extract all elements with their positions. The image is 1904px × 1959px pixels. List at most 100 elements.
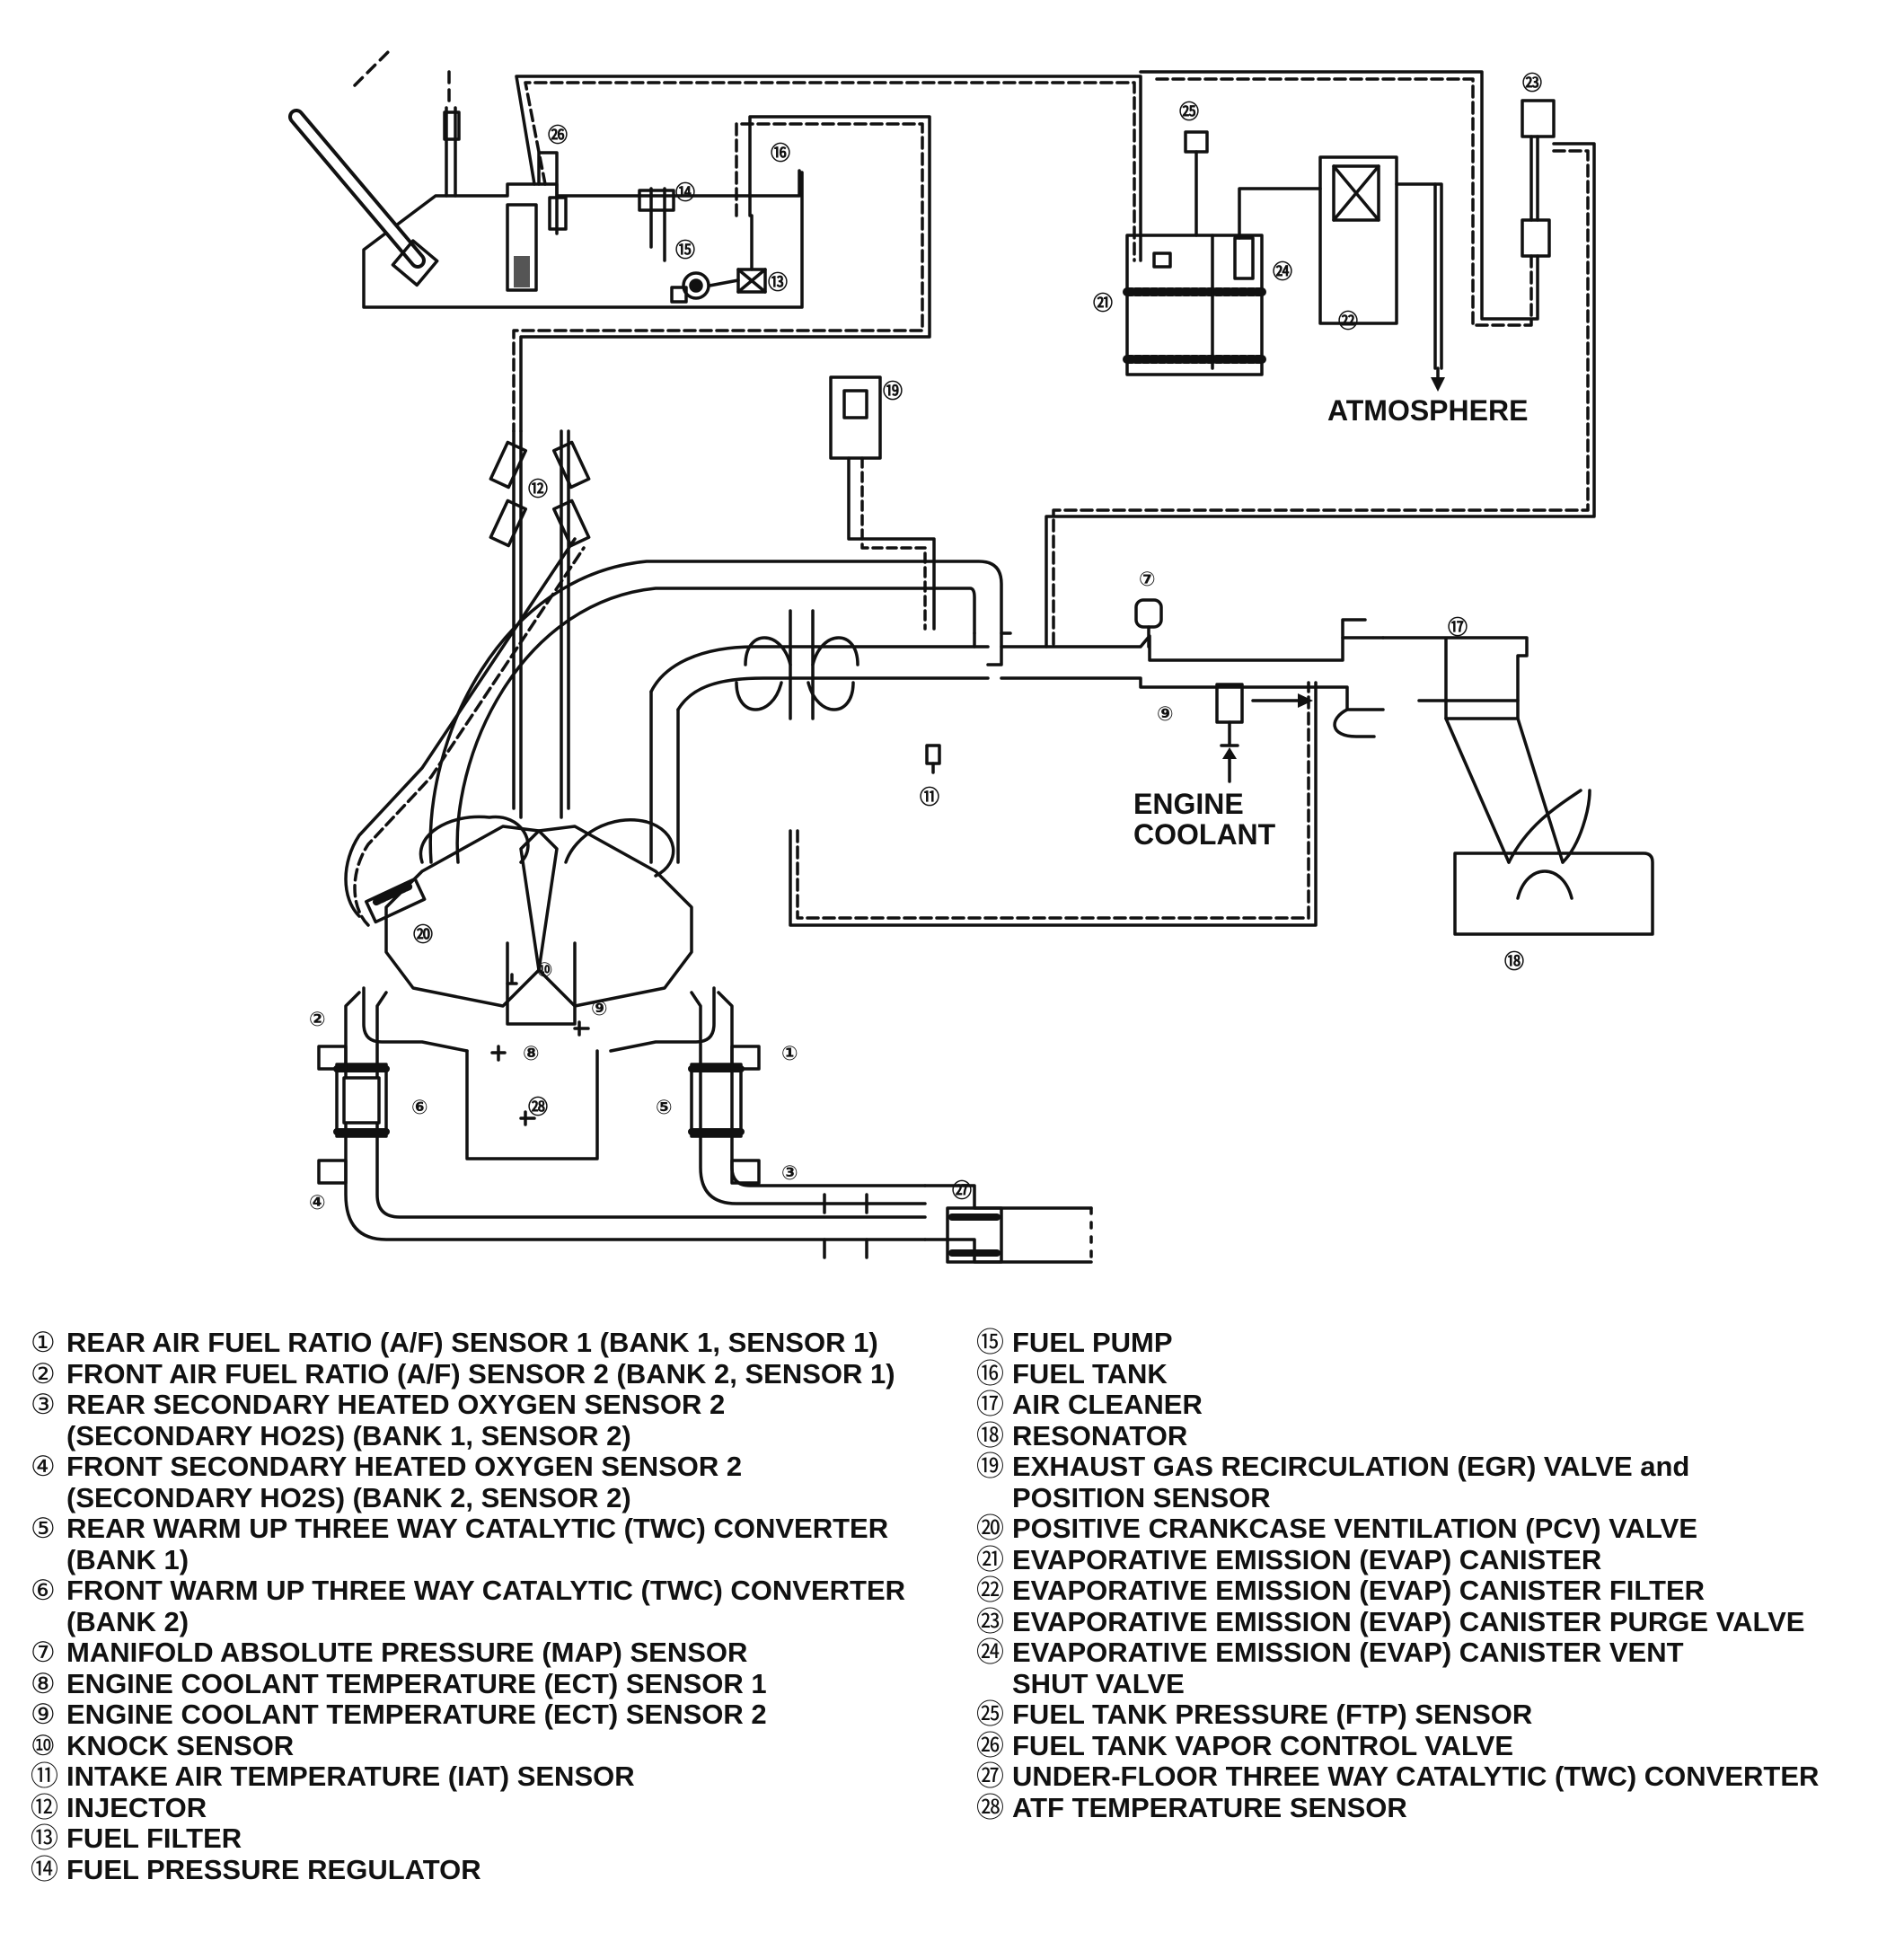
legend-item-text: ENGINE COOLANT TEMPERATURE (ECT) SENSOR … (66, 1667, 767, 1699)
marker-21: ㉑ (1093, 292, 1113, 314)
legend-item-text: EVAPORATIVE EMISSION (EVAP) CANISTER PUR… (1012, 1605, 1805, 1637)
legend-item-number: ⑩ (31, 1729, 56, 1761)
legend-item-text: REAR AIR FUEL RATIO (A/F) SENSOR 1 (BANK… (66, 1327, 878, 1358)
legend-item-text: AIR CLEANER (1012, 1389, 1203, 1420)
legend-item-number: ㉖ (976, 1729, 1004, 1761)
legend-item-number: ⑧ (31, 1667, 56, 1699)
legend-item: ② FRONT AIR FUEL RATIO (A/F) SENSOR 2 (BA… (31, 1357, 974, 1390)
marker-9: ⑨ (1157, 702, 1174, 725)
marker-1: ① (781, 1042, 798, 1064)
marker-2: ② (309, 1008, 326, 1030)
legend-item-text: EVAPORATIVE EMISSION (EVAP) CANISTER VEN… (1012, 1637, 1684, 1699)
fuel-tank-assembly (288, 48, 1142, 433)
legend-item-number: ⑥ (31, 1575, 56, 1606)
marker-12: ⑫ (528, 478, 548, 500)
legend-item-text: REAR SECONDARY HEATED OXYGEN SENSOR 2 (S… (66, 1389, 726, 1452)
marker-3: ③ (781, 1161, 798, 1184)
marker-5: ⑤ (656, 1096, 673, 1118)
legend-item-text: INTAKE AIR TEMPERATURE (IAT) SENSOR (66, 1760, 635, 1792)
legend-item: ⑨ ENGINE COOLANT TEMPERATURE (ECT) SENSOR… (31, 1699, 974, 1731)
legend-item-text: FUEL FILTER (66, 1822, 242, 1854)
legend-item: ⑧ ENGINE COOLANT TEMPERATURE (ECT) SENSOR… (31, 1667, 974, 1700)
legend-item-number: ② (31, 1357, 56, 1390)
legend-item: ⑰ AIR CLEANER (976, 1389, 1892, 1421)
engine-coolant-label-line1: ENGINE (1133, 788, 1244, 820)
legend-item-number: ㉗ (976, 1760, 1004, 1792)
legend-item-number: ㉓ (976, 1605, 1004, 1637)
marker-19: ⑲ (883, 380, 903, 402)
marker-14: ⑭ (675, 181, 695, 204)
legend-item-text: REAR WARM UP THREE WAY CATALYTIC (TWC) C… (66, 1513, 889, 1575)
legend-item-text: EXHAUST GAS RECIRCULATION (EGR) VALVE an… (1012, 1451, 1690, 1513)
legend-item: ④ FRONT SECONDARY HEATED OXYGEN SENSOR 2 … (31, 1451, 974, 1513)
legend-item-text: POSITIVE CRANKCASE VENTILATION (PCV) VAL… (1012, 1513, 1697, 1544)
legend-item-text: FRONT AIR FUEL RATIO (A/F) SENSOR 2 (BAN… (66, 1357, 895, 1390)
marker-15: ⑮ (675, 239, 695, 261)
legend-item: ⑤ REAR WARM UP THREE WAY CATALYTIC (TWC) … (31, 1513, 974, 1575)
marker-8: ⑧ (523, 1042, 540, 1064)
legend-item-number: ④ (31, 1451, 56, 1482)
legend-item-text: FRONT WARM UP THREE WAY CATALYTIC (TWC) … (66, 1575, 906, 1637)
egr-valve (829, 375, 936, 631)
legend-item: ㉒ EVAPORATIVE EMISSION (EVAP) CANISTER FI… (976, 1575, 1892, 1607)
legend-item-number: ㉕ (976, 1699, 1004, 1730)
marker-4: ④ (309, 1191, 326, 1213)
marker-17: ⑰ (1448, 616, 1468, 639)
air-cleaner-resonator (1333, 618, 1654, 936)
legend-item-number: ⑪ (31, 1760, 58, 1792)
legend-item-text: FUEL TANK PRESSURE (FTP) SENSOR (1012, 1699, 1533, 1730)
marker-22: ㉒ (1338, 310, 1358, 332)
legend-item-text: FUEL TANK (1012, 1357, 1168, 1390)
exhaust-system (317, 991, 1093, 1264)
legend-item-number: ⑲ (976, 1451, 1004, 1482)
legend-item-text: FUEL PRESSURE REGULATOR (66, 1853, 481, 1885)
marker-13: ⑬ (768, 271, 788, 294)
legend-item-number: ㉔ (976, 1637, 1004, 1668)
legend-item-number: ⑮ (976, 1327, 1004, 1358)
legend-item-number: ⑨ (31, 1699, 56, 1730)
legend-item-number: ⑫ (31, 1791, 58, 1823)
marker-25: ㉕ (1179, 101, 1199, 123)
legend-item-text: ATF TEMPERATURE SENSOR (1012, 1791, 1407, 1823)
marker-9-engine: ⑨ (591, 997, 608, 1019)
legend-item-text: ENGINE COOLANT TEMPERATURE (ECT) SENSOR … (66, 1699, 767, 1730)
legend-item-number: ⑱ (976, 1419, 1004, 1452)
legend-item-number: ㉒ (976, 1575, 1004, 1606)
atmosphere-label: ATMOSPHERE (1327, 394, 1528, 427)
marker-23: ㉓ (1522, 72, 1542, 94)
legend-item-number: ⑯ (976, 1357, 1004, 1390)
engine-coolant-label-line2: COOLANT (1133, 818, 1276, 851)
legend-item-text: MANIFOLD ABSOLUTE PRESSURE (MAP) SENSOR (66, 1637, 748, 1668)
legend-item-text: FRONT SECONDARY HEATED OXYGEN SENSOR 2 (… (66, 1451, 743, 1513)
legend-item: ⑲ EXHAUST GAS RECIRCULATION (EGR) VALVE a… (976, 1451, 1892, 1513)
marker-28: ㉘ (528, 1096, 548, 1118)
marker-27: ㉗ (952, 1179, 972, 1202)
legend-item-number: ① (31, 1327, 56, 1358)
legend-item: ㉕ FUEL TANK PRESSURE (FTP) SENSOR (976, 1699, 1892, 1731)
legend-item-text: EVAPORATIVE EMISSION (EVAP) CANISTER (1012, 1543, 1602, 1575)
marker-10: ⑩ (536, 958, 553, 981)
marker-16: ⑯ (771, 142, 790, 164)
legend-item-text: UNDER-FLOOR THREE WAY CATALYTIC (TWC) CO… (1012, 1760, 1820, 1792)
marker-20: ⑳ (413, 923, 433, 946)
legend-item-number: ⑤ (31, 1513, 56, 1544)
legend-item: ③ REAR SECONDARY HEATED OXYGEN SENSOR 2 (… (31, 1389, 974, 1452)
emission-system-diagram: ① ② ③ ④ ⑤ ⑥ ⑦ ⑧ ⑨ ⑨ ⑩ ⑪ ⑫ ⑬ ⑭ ⑮ ⑯ ⑰ ⑱ ⑲ … (288, 48, 1654, 1264)
engine-block (344, 537, 716, 1160)
legend-item-number: ⑰ (976, 1389, 1004, 1420)
legend-item-text: EVAPORATIVE EMISSION (EVAP) CANISTER FIL… (1012, 1575, 1706, 1606)
legend-item-number: ③ (31, 1389, 56, 1420)
